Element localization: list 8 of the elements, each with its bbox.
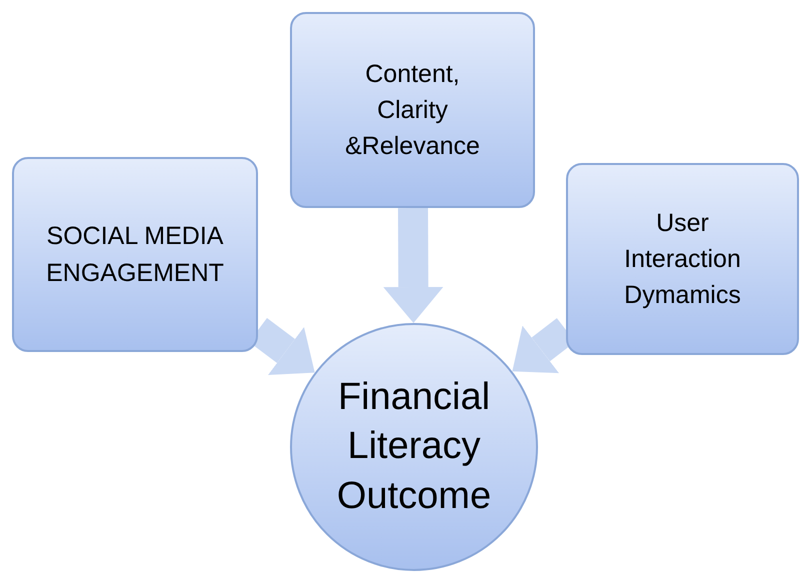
node-label: SOCIAL MEDIA ENGAGEMENT — [45, 221, 225, 288]
factor-box — [12, 157, 258, 352]
node-label: Content, Clarity &Relevance — [345, 58, 480, 162]
factor-box — [290, 12, 535, 208]
node-label: User Interaction Dymamics — [623, 208, 742, 312]
node-label: Financial Literacy Outcome — [336, 374, 492, 519]
block-arrow — [383, 208, 444, 323]
factor-box — [566, 163, 799, 355]
